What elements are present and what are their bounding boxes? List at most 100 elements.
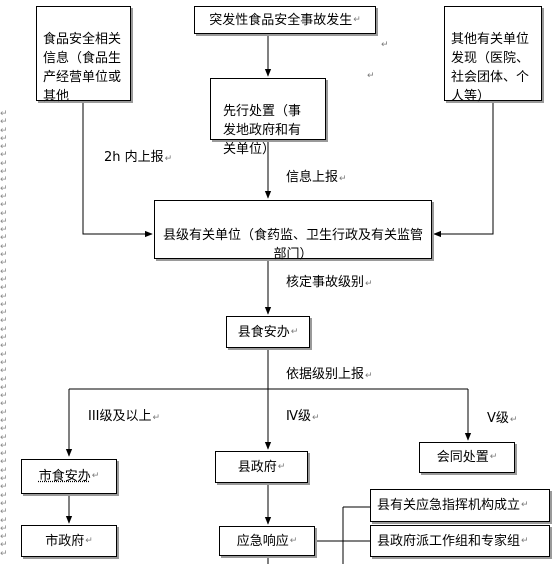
label-level-3: III级及以上↵: [88, 405, 160, 424]
paragraph-mark: ↵: [0, 183, 8, 194]
paragraph-mark: ↵: [0, 150, 8, 161]
label-verify-level: 核定事故级别↵: [286, 271, 373, 290]
node-city-gov-text: 市政府: [45, 533, 85, 549]
node-county-gov: 县政府↵: [215, 451, 308, 483]
paragraph-mark: ↵: [0, 415, 8, 426]
paragraph-mark: ↵: [0, 308, 8, 319]
arrow-info-to-county-units: [82, 101, 153, 238]
paragraph-mark: ↵: [0, 540, 8, 551]
paragraph-mark: ↵: [91, 471, 100, 481]
node-county-office: 县食安办↵: [226, 316, 310, 348]
paragraph-mark: ↵: [0, 266, 8, 277]
paragraph-mark: ↵: [0, 357, 8, 368]
paragraph-mark: ↵: [0, 440, 8, 451]
paragraph-mark: ↵: [0, 382, 8, 393]
paragraph-mark: ↵: [0, 225, 8, 236]
label-report-by-level: 依据级别上报↵: [286, 363, 373, 382]
node-incident: 突发性食品安全事故发生↵: [194, 6, 376, 34]
paragraph-mark: ↵: [0, 175, 8, 186]
paragraph-mark: ↵: [0, 333, 8, 344]
paragraph-mark: ↵: [0, 233, 8, 244]
paragraph-mark: ↵: [85, 535, 93, 546]
paragraph-mark: ↵: [0, 432, 8, 443]
paragraph-mark: ↵: [164, 154, 173, 164]
paragraph-mark: ↵: [0, 465, 8, 476]
paragraph-mark: ↵: [152, 413, 161, 423]
label-verify-text: 核定事故级别: [286, 275, 365, 290]
paragraph-mark: ↵: [0, 316, 8, 327]
paragraph-mark: ↵: [0, 191, 8, 202]
paragraph-mark: ↵: [339, 174, 347, 184]
paragraph-mark: ↵: [0, 548, 8, 559]
paragraph-mark: ↵: [0, 250, 8, 261]
paragraph-mark: ↵: [0, 407, 8, 418]
node-response-text: 应急响应: [236, 533, 289, 549]
paragraph-mark: ↵: [0, 366, 8, 377]
paragraph-mark: ↵: [521, 500, 529, 510]
paragraph-mark: ↵: [0, 490, 8, 501]
label-level-5-text: Ⅴ级: [487, 411, 509, 426]
paragraph-mark: ↵: [521, 535, 529, 546]
node-first-action: 先行处置（事发地政府和有关单位）: [210, 78, 326, 157]
paragraph-mark: ↵: [0, 532, 8, 543]
paragraph-mark: ↵: [0, 341, 8, 352]
paragraph-mark: ↵: [0, 399, 8, 410]
paragraph-mark: ↵: [509, 415, 518, 425]
paragraph-mark: ↵: [0, 424, 8, 435]
paragraph-mark: ↵: [0, 523, 8, 534]
node-emergency-response: 应急响应↵: [219, 526, 315, 556]
label-by-level-text: 依据级别上报: [286, 367, 365, 382]
paragraph-mark: ↵: [489, 452, 498, 462]
paragraph-mark: ↵: [381, 40, 389, 50]
paragraph-mark: ↵: [0, 133, 8, 144]
paragraph-mark: ↵: [365, 279, 373, 289]
paragraph-mark: ↵: [0, 349, 8, 360]
label-two-hours: 2h 内上报↵: [104, 146, 172, 165]
paragraph-mark: ↵: [0, 474, 8, 485]
paragraph-mark: ↵: [0, 457, 8, 468]
node-command-text: 县有关应急指挥机构成立: [377, 498, 521, 513]
paragraph-mark: ↵: [0, 158, 8, 169]
paragraph-mark: ↵: [0, 208, 8, 219]
paragraph-mark: ↵: [0, 391, 8, 402]
node-city-office: 市食安办↵: [21, 459, 117, 494]
paragraph-mark: ↵: [312, 413, 320, 423]
paragraph-mark: ↵: [0, 125, 8, 136]
paragraph-mark: ↵: [0, 142, 8, 153]
paragraph-mark: ↵: [277, 461, 286, 472]
paragraph-mark: ↵: [365, 371, 373, 381]
node-county-units-text: 县级有关单位（食药监、卫生行政及有关监管部门）: [162, 228, 423, 262]
paragraph-mark: ↵: [0, 449, 8, 460]
paragraph-mark: ↵: [0, 299, 8, 310]
node-command-setup: 县有关应急指挥机构成立↵: [370, 489, 550, 522]
node-first-text: 先行处置（事发地政府和有关单位）: [223, 104, 302, 157]
node-joint-handling: 会同处置↵: [419, 442, 515, 473]
paragraph-marks-column: ↵↵↵↵↵↵↵↵↵↵↵↵↵↵↵↵↵↵↵↵↵↵↵↵↵↵↵↵↵↵↵↵↵↵↵↵↵↵↵↵…: [0, 109, 8, 559]
paragraph-mark: ↵: [0, 291, 8, 302]
node-team-text: 县政府派工作组和专家组: [377, 533, 521, 549]
node-county-office-text: 县食安办: [237, 324, 290, 340]
label-level-4: Ⅳ级↵: [286, 405, 320, 424]
node-county-units: 县级有关单位（食药监、卫生行政及有关监管部门）: [154, 200, 432, 262]
label-level-3-text: III级及以上: [88, 409, 152, 424]
paragraph-mark: ↵: [0, 507, 8, 518]
label-info-report-text: 信息上报: [286, 170, 339, 185]
paragraph-mark: ↵: [0, 324, 8, 335]
node-city-office-text: 市食安办: [38, 469, 91, 484]
label-two-hours-text: 2h 内上报: [104, 150, 164, 165]
node-other: 其他有关单位发现（医院、社会团体、个人等）: [444, 6, 542, 104]
paragraph-mark: ↵: [0, 167, 8, 178]
paragraph-mark: ↵: [0, 274, 8, 285]
paragraph-mark: ↵: [0, 515, 8, 526]
node-other-text: 其他有关单位发现（医院、社会团体、个人等）: [451, 32, 530, 104]
paragraph-mark: ↵: [0, 374, 8, 385]
paragraph-mark: ↵: [0, 241, 8, 252]
node-incident-text: 突发性食品安全事故发生: [209, 12, 353, 28]
paragraph-mark: ↵: [0, 482, 8, 493]
label-level-4-text: Ⅳ级: [286, 409, 311, 424]
node-county-gov-text: 县政府: [237, 459, 277, 475]
node-info: 食品安全相关信息（食品生产经营单位或其他: [36, 6, 131, 104]
paragraph-mark: ↵: [0, 117, 8, 128]
